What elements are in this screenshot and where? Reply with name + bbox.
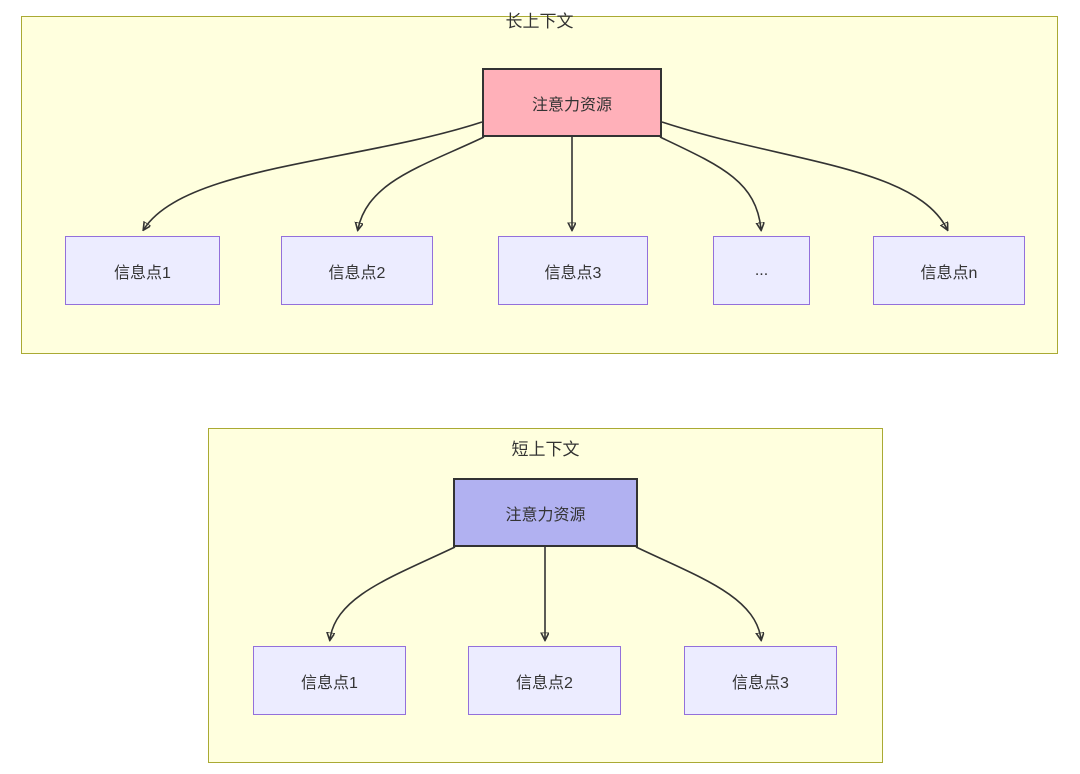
long-info-node-ellipsis: ... — [713, 236, 810, 305]
long-info-node-1: 信息点1 — [65, 236, 220, 305]
long-info-node-2: 信息点2 — [281, 236, 433, 305]
long-info-node-n: 信息点n — [873, 236, 1025, 305]
short-attention-node: 注意力资源 — [453, 478, 638, 547]
short-info-node-2: 信息点2 — [468, 646, 621, 715]
short-context-title: 短上下文 — [511, 440, 580, 459]
long-context-title: 长上下文 — [505, 12, 574, 31]
long-attention-node: 注意力资源 — [482, 68, 662, 137]
long-info-node-3: 信息点3 — [498, 236, 648, 305]
short-info-node-3: 信息点3 — [684, 646, 837, 715]
short-info-node-1: 信息点1 — [253, 646, 406, 715]
